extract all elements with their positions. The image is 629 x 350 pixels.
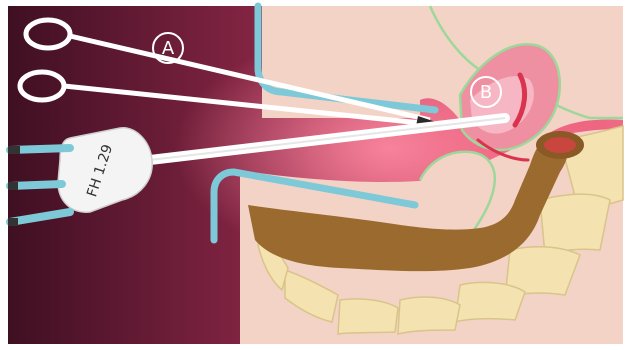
- label-a: A: [162, 38, 175, 59]
- label-b: B: [480, 82, 492, 103]
- bowel-end: [536, 131, 584, 159]
